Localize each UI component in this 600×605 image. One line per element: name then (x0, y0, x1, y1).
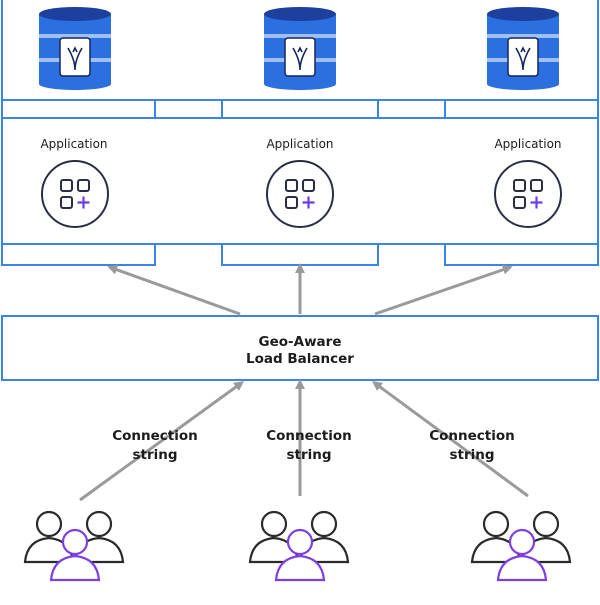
database-icon-3 (487, 7, 559, 90)
load-balancer-label-line2: Load Balancer (246, 351, 354, 367)
user-group-icon-3 (470, 510, 572, 582)
application-label-2: Application (266, 137, 334, 151)
load-balancer-label-line1: Geo-Aware (258, 334, 342, 350)
connection-string-label-1-line1: Connection (112, 428, 198, 444)
user-group-icon-2 (248, 510, 350, 582)
database-icon-1 (39, 7, 111, 90)
database-icon-2 (264, 7, 336, 90)
user-group-icon-1 (23, 510, 125, 582)
arrow-4 (79, 381, 245, 502)
connection-string-label-3-line2: string (449, 447, 495, 463)
plus-icon (302, 196, 315, 209)
connection-string-label-3-line1: Connection (429, 428, 515, 444)
apps-add-icon-2 (266, 160, 334, 228)
cockroach-logo-icon (507, 37, 539, 77)
regions-frame (1, 0, 599, 266)
connection-string-label-2-line2: string (286, 447, 332, 463)
connection-string-label-2-line1: Connection (266, 428, 352, 444)
cockroach-logo-icon (59, 37, 91, 77)
apps-add-icon-3 (494, 160, 562, 228)
apps-add-icon-1 (41, 160, 109, 228)
cockroach-logo-icon (284, 37, 316, 77)
arrows (79, 263, 529, 502)
applications (41, 160, 562, 228)
arrow-6 (371, 381, 529, 498)
application-label-1: Application (40, 137, 108, 151)
plus-icon (77, 196, 90, 209)
databases (39, 7, 559, 90)
application-label-3: Application (494, 137, 562, 151)
plus-icon (530, 196, 543, 209)
connection-string-label-1-line2: string (132, 447, 178, 463)
arrow-1 (107, 264, 241, 316)
arrow-3 (374, 264, 513, 316)
user-groups (23, 510, 572, 582)
